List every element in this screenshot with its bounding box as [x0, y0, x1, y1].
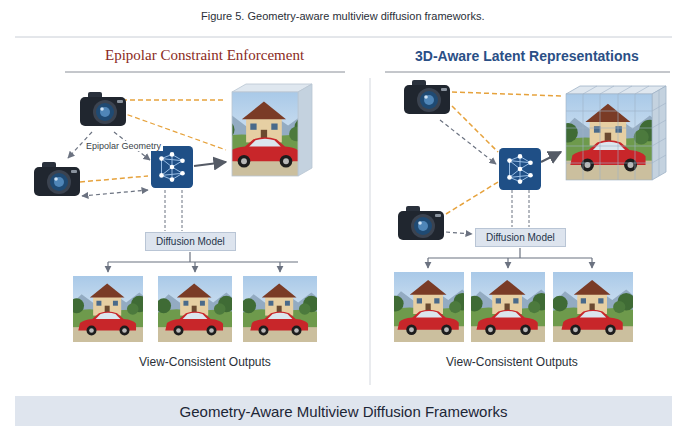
panel-heading: 3D-Aware Latent Representations: [415, 48, 639, 64]
header-rule: [65, 72, 345, 73]
node-text: Geometry-Aware Multiview Diffusion Frame…: [180, 403, 508, 420]
figure-caption: Figure 5. Geometry-aware multiview diffu…: [201, 10, 484, 22]
header-rule: [385, 72, 670, 73]
node-text: Diffusion Model: [486, 232, 555, 243]
panel-heading: Epipolar Constraint Enforcement: [105, 47, 304, 64]
title-band: Geometry-Aware Multiview Diffusion Frame…: [15, 396, 672, 426]
panel-divider: [370, 78, 371, 385]
geometry-label: Epipolar Geometry: [84, 141, 163, 151]
model-box: Diffusion Model: [145, 232, 236, 251]
caption-rule: [15, 37, 672, 38]
model-box: Diffusion Model: [475, 228, 566, 247]
node-text: Diffusion Model: [156, 236, 225, 247]
epipolar-illustration: [34, 84, 321, 342]
output-label: View-Consistent Outputs: [446, 355, 578, 369]
latent-illustration: [385, 80, 666, 342]
output-label: View-Consistent Outputs: [139, 355, 271, 369]
